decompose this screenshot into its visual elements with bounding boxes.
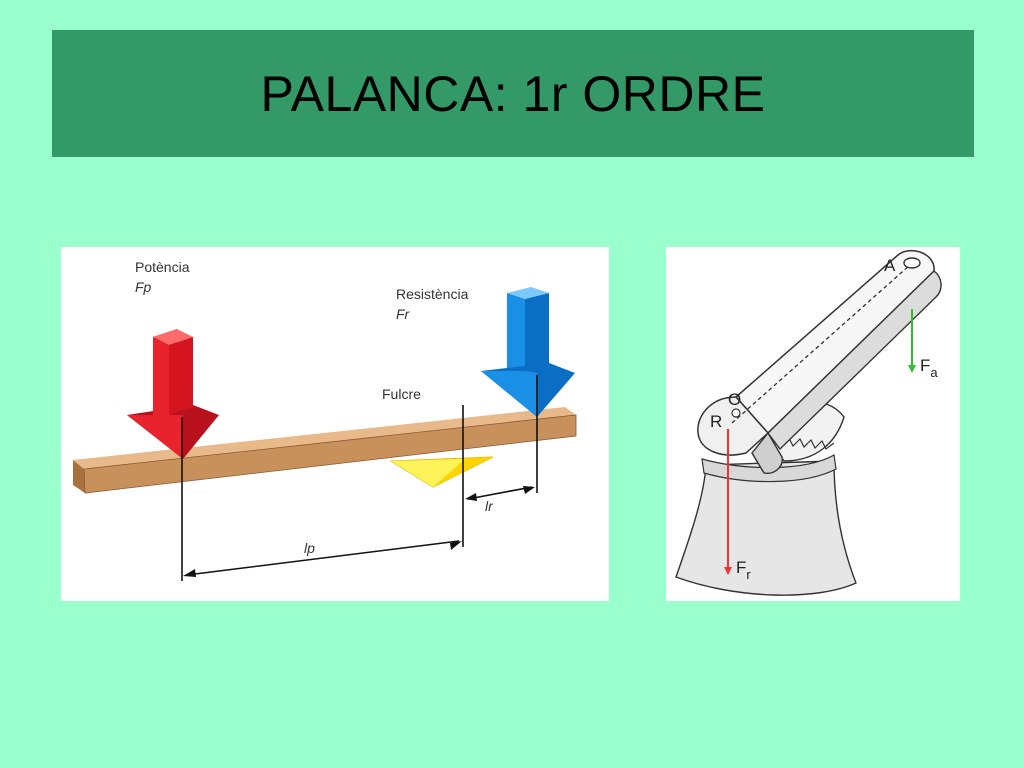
lever-illustration: Potència Fp Resistència Fr Fulcre lp lr [73,259,577,581]
bottle-shape [675,454,857,596]
force-a-label: Fa [920,356,938,380]
resistance-symbol: Fr [396,306,411,322]
force-r-label: Fr [736,558,751,582]
point-a-label: A [884,256,896,275]
effort-symbol: Fp [135,279,152,295]
lever-diagram: Potència Fp Resistència Fr Fulcre lp lr [61,247,609,601]
resistance-label: Resistència [396,286,469,302]
fulcrum-label: Fulcre [382,386,421,402]
slide-title: PALANCA: 1r ORDRE [260,65,766,122]
lever-beam [73,407,577,494]
bottle-opener-diagram: A O R Fa Fr [666,247,960,601]
resistance-arrow [481,287,575,417]
effort-arm-label: lp [304,540,315,556]
fulcrum-shape [389,456,494,488]
bottle-opener-illustration: A O R Fa Fr [675,250,942,596]
opener-handle [697,250,942,474]
effort-arrow [127,329,219,459]
force-r-arrow [724,429,732,575]
point-r-label: R [710,412,722,431]
dimension-arrowheads [183,486,535,577]
resistance-arm-label: lr [485,498,494,514]
point-o-label: O [728,390,741,409]
dimension-lines [181,375,538,581]
effort-label: Potència [135,259,190,275]
force-a-arrow [908,309,916,373]
title-bar: PALANCA: 1r ORDRE [52,30,974,157]
